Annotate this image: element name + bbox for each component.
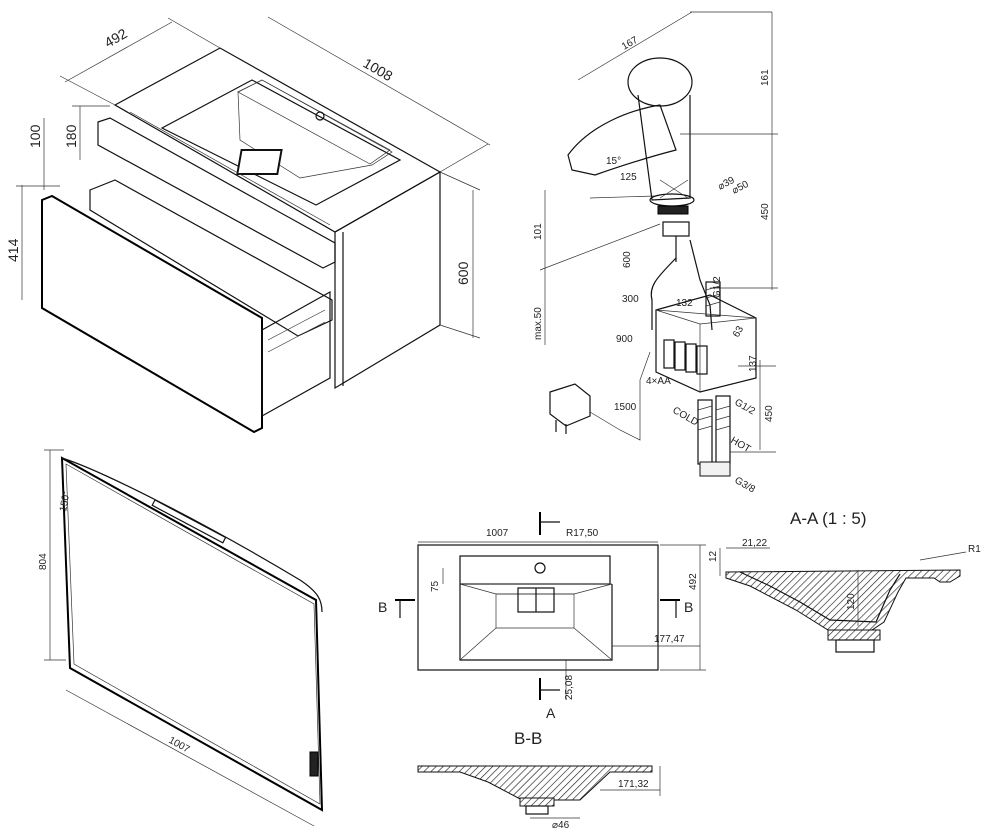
cabinet-width-label: 1008: [361, 55, 396, 85]
cabinet-height-label: 600: [455, 261, 471, 285]
lower-hose-label: 450: [764, 405, 775, 422]
section-b-left: B: [378, 599, 387, 615]
basin-top-view: 1007 R17,50 75 492 177,47 25,08 B B A: [378, 512, 706, 721]
section-a-label: A: [546, 705, 556, 721]
cabinet-view: 492 1008 600 180 100 414: [5, 16, 491, 434]
edge-width-label: 21,22: [742, 538, 767, 549]
faucet-spout: [567, 104, 677, 176]
control-box: [655, 294, 757, 393]
cable-600-label: 600: [622, 251, 633, 268]
faucet-length-label: 167: [620, 35, 640, 53]
faucet-view: 167 161 15° 125 ⌀50 ⌀39 450 101 max.50 6…: [533, 11, 778, 496]
basin-width-label: 1007: [486, 528, 509, 539]
body-height-label: 101: [533, 223, 544, 240]
cabinet-depth-label: 492: [102, 25, 130, 51]
bottom-drawer: [41, 194, 263, 434]
gap-height-label: 100: [27, 124, 43, 148]
cold-label: COLD: [671, 405, 701, 428]
section-bb-title: B-B: [514, 729, 542, 748]
bottom-drawer-height-label: 414: [5, 238, 21, 262]
section-aa-view: A-A (1 : 5) 21,22 12 R1 120: [708, 509, 981, 653]
thread-mid-label: G1/2: [733, 397, 758, 418]
mirror-panel: [60, 456, 324, 812]
side-offset-label: 177,47: [654, 634, 685, 645]
edge-thickness-label: 12: [708, 550, 719, 562]
basin-recess: [160, 79, 402, 206]
section-bb-profile: [417, 765, 653, 801]
box-width-label: 132: [676, 298, 693, 309]
hose-length-label: 450: [760, 203, 771, 220]
bowl-depth-label: 120: [846, 593, 857, 610]
box-height-label: 137: [748, 355, 759, 372]
cable-300-label: 300: [622, 294, 639, 305]
drain-diameter-label: ⌀46: [552, 820, 570, 831]
spout-angle-label: 15°: [606, 156, 621, 167]
hole-offset-label: 75: [430, 580, 441, 592]
battery-label: 4×AA: [646, 376, 671, 387]
front-offset-label: 25,08: [564, 675, 575, 700]
cabinet-side: [334, 170, 441, 390]
faucet-height-label: 161: [760, 69, 771, 86]
cable-900-label: 900: [616, 334, 633, 345]
thread-top-label: G1/2: [712, 276, 723, 298]
mirror-height-label: 804: [38, 553, 49, 570]
mirror-view: 804 1007 150°: [38, 449, 324, 827]
max-thickness-label: max.50: [533, 307, 544, 340]
faucet-reach-label: 125: [620, 172, 637, 183]
box-depth-label: 63: [731, 324, 746, 340]
bb-edge-offset-label: 171,32: [618, 779, 649, 790]
top-drawer-height-label: 180: [63, 124, 79, 148]
thread-bottom-label: G3/8: [733, 475, 758, 496]
section-b-right: B: [684, 599, 693, 615]
section-bb-view: B-B 171,32 ⌀46: [417, 729, 661, 831]
basin-depth-label: 492: [688, 573, 699, 590]
top-drawer: [97, 117, 336, 269]
mirror-width-label: 1007: [167, 735, 192, 756]
basin-outline: [417, 544, 659, 671]
drain-cover: [236, 149, 283, 175]
faucet-hole: [315, 111, 325, 121]
cable-1500-label: 1500: [614, 402, 637, 413]
power-adapter: [549, 383, 591, 427]
mirror-tilt-label: 150°: [58, 490, 72, 512]
corner-radius-label: R1: [968, 544, 981, 555]
section-aa-title: A-A (1 : 5): [790, 509, 867, 528]
basin-radius-label: R17,50: [566, 528, 599, 539]
section-aa-profile: [725, 569, 961, 631]
